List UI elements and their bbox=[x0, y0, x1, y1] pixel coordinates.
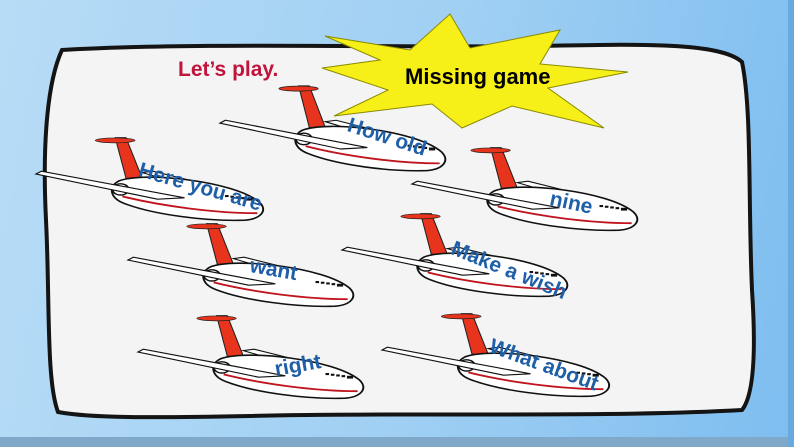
bottom-strip bbox=[0, 437, 794, 447]
plane-nine[interactable]: nine bbox=[410, 142, 662, 254]
plane-how-old[interactable]: How old bbox=[218, 80, 470, 195]
plane-here-you-are[interactable]: Here you are bbox=[34, 132, 288, 244]
airplane-icon bbox=[34, 137, 265, 222]
airplane-icon bbox=[126, 223, 355, 308]
airplane-icon bbox=[410, 147, 639, 232]
airplane-icon bbox=[136, 315, 365, 400]
airplane-icon bbox=[340, 213, 569, 298]
plane-make-a-wish[interactable]: Make a wish bbox=[340, 208, 592, 320]
game-title: Missing game bbox=[405, 64, 551, 89]
right-strip bbox=[788, 0, 794, 447]
airplane-icon bbox=[218, 85, 447, 172]
airplane-icon bbox=[380, 313, 611, 398]
plane-what-about[interactable]: What about bbox=[380, 308, 634, 420]
plane-want[interactable]: want bbox=[126, 218, 378, 330]
heading-lets-play: Let’s play. bbox=[178, 58, 279, 81]
plane-right[interactable]: right bbox=[136, 310, 388, 422]
